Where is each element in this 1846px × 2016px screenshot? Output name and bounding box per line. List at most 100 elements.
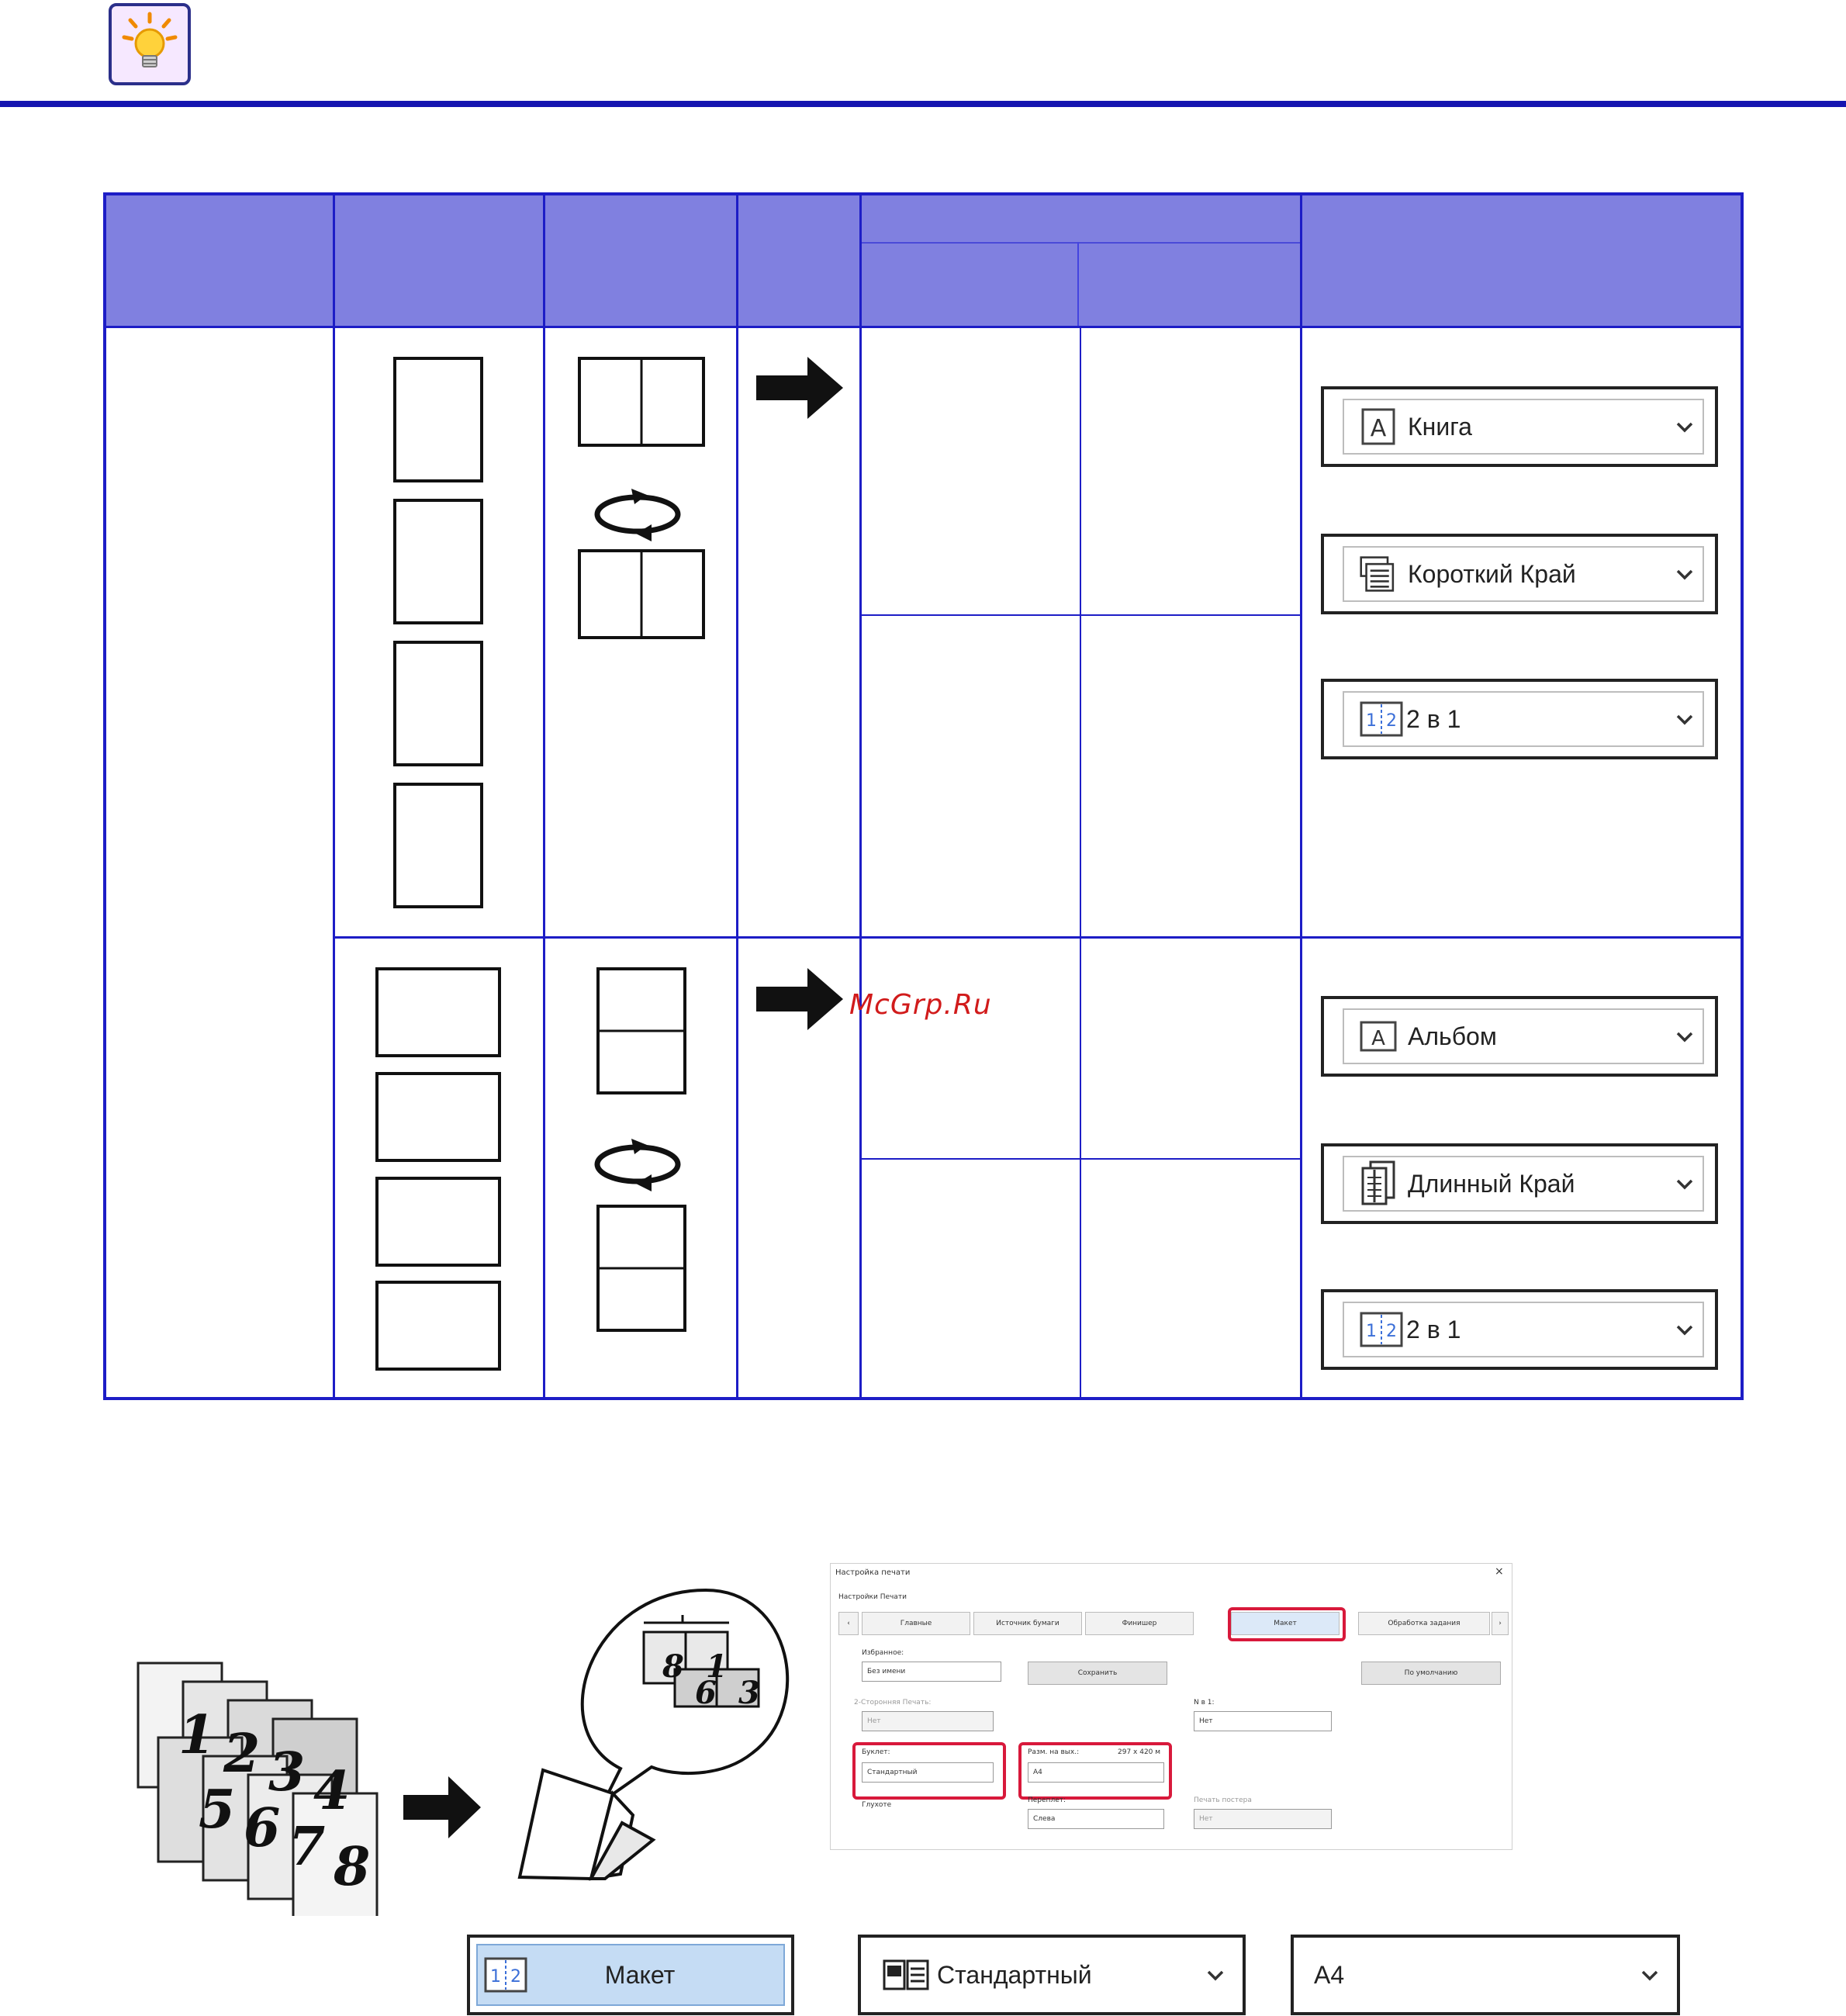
column-divider	[1300, 195, 1302, 1397]
orientation-select[interactable]: A Книга	[1321, 386, 1718, 467]
header-bottom-rule	[106, 326, 1741, 328]
original-page	[393, 641, 483, 766]
booklet-icon	[883, 1959, 929, 1990]
printed-sheet	[596, 967, 686, 1094]
close-icon[interactable]: ×	[1495, 1565, 1504, 1578]
svg-text:1: 1	[1366, 1322, 1377, 1341]
chevron-down-icon	[1207, 1970, 1224, 1981]
favorites-select[interactable]: Без имени	[862, 1662, 1001, 1682]
tab-layout[interactable]: Макет	[1231, 1612, 1340, 1635]
callout-page-number: 6	[695, 1675, 717, 1711]
printed-sheet	[596, 1205, 686, 1332]
n-up-value: 2 в 1	[1406, 704, 1461, 733]
booklet-page-number: 5	[199, 1779, 235, 1841]
flip-arrows-icon	[589, 487, 693, 545]
print-settings-dialog: Настройка печати × Настройки Печати ‹ Гл…	[830, 1563, 1512, 1850]
subrow-divider	[861, 614, 1301, 616]
chevron-down-icon	[1676, 422, 1693, 433]
watermark-text: McGrp.Ru	[849, 989, 992, 1021]
binding-edge-value: Короткий Край	[1408, 559, 1576, 588]
printed-sheet	[578, 549, 705, 639]
header-subdivider	[861, 242, 1301, 244]
original-page	[393, 783, 483, 908]
right-arrow-icon	[756, 968, 843, 1033]
booklet-label: Буклет:	[862, 1748, 890, 1756]
highlight-booklet	[852, 1742, 1006, 1800]
tab-paper-source[interactable]: Источник бумаги	[973, 1612, 1082, 1635]
booklet-pages-illustration: 1 2 3 4 5 6 7 8	[132, 1660, 388, 1919]
svg-text:A: A	[1371, 415, 1387, 442]
binding-edge-select[interactable]: Короткий Край	[1321, 534, 1718, 614]
table-header-row	[106, 195, 1741, 327]
duplex-label: 2-Сторонняя Печать:	[854, 1699, 932, 1707]
save-button[interactable]: Сохранить	[1028, 1662, 1167, 1685]
original-page	[393, 357, 483, 482]
tab-main[interactable]: Главные	[862, 1612, 970, 1635]
layout-tab-label: Макет	[604, 1960, 676, 1989]
column-divider	[736, 195, 738, 1397]
svg-text:2: 2	[1386, 1322, 1397, 1341]
defaults-button[interactable]: По умолчанию	[1361, 1662, 1501, 1685]
chevron-down-icon	[1641, 1970, 1658, 1981]
booklet-select[interactable]: Стандартный	[858, 1935, 1246, 2015]
column-divider	[543, 195, 545, 1397]
short-edge-icon	[1360, 552, 1397, 597]
right-arrow-icon	[756, 357, 843, 422]
chevron-down-icon	[1676, 569, 1693, 580]
booklet-page-number: 7	[289, 1816, 325, 1878]
printed-sheet	[578, 357, 705, 447]
duplex-select[interactable]: Нет	[862, 1711, 994, 1731]
orientation-value: Альбом	[1408, 1022, 1497, 1050]
gutter-label: Глухоте	[862, 1801, 892, 1809]
long-edge-icon	[1360, 1160, 1397, 1206]
booklet-page-number: 6	[244, 1797, 280, 1859]
orientation-select[interactable]: A Альбом	[1321, 996, 1718, 1077]
column-divider	[333, 195, 335, 1397]
dialog-section-label: Настройки Печати	[838, 1593, 907, 1601]
flip-arrows-icon	[589, 1137, 693, 1195]
highlight-layout-tab	[1228, 1607, 1346, 1641]
folded-booklet-callout: 8 1 6 3	[496, 1567, 807, 1896]
output-size-select[interactable]: A4	[1291, 1935, 1680, 2015]
binding-label: Переплет:	[1028, 1796, 1066, 1804]
svg-text:2: 2	[510, 1967, 521, 1987]
callout-page-number: 8	[662, 1648, 684, 1685]
output-size-value: A4	[1314, 1960, 1345, 1989]
svg-text:2: 2	[1386, 711, 1397, 731]
tab-job-handling[interactable]: Обработка задания	[1358, 1612, 1490, 1635]
letter-a-icon: A	[1360, 1014, 1397, 1059]
scroll-left-button[interactable]: ‹	[838, 1612, 859, 1635]
chevron-down-icon	[1676, 1179, 1693, 1190]
dialog-title: Настройка печати	[835, 1568, 911, 1577]
original-page	[375, 967, 501, 1057]
booklet-value: Стандартный	[937, 1960, 1092, 1989]
booklet-page-number: 4	[313, 1760, 350, 1822]
binding-dialog-select[interactable]: Слева	[1028, 1809, 1164, 1829]
highlight-output-size	[1018, 1742, 1172, 1800]
poster-select[interactable]: Нет	[1194, 1809, 1332, 1829]
n-up-label: N в 1:	[1194, 1699, 1215, 1707]
booklet-page-number: 3	[268, 1741, 305, 1803]
letter-a-icon: A	[1360, 404, 1397, 449]
n-up-dialog-select[interactable]: Нет	[1194, 1711, 1332, 1731]
subrow-divider	[861, 1158, 1301, 1160]
output-size-dialog-select[interactable]: A4	[1028, 1762, 1164, 1783]
booklet-page-number: 1	[178, 1704, 215, 1766]
scroll-right-button[interactable]: ›	[1492, 1612, 1509, 1635]
svg-text:1: 1	[490, 1967, 501, 1987]
orientation-value: Книга	[1408, 412, 1472, 441]
callout-page-number: 3	[738, 1675, 760, 1711]
favorites-label: Избранное:	[862, 1649, 904, 1657]
orientation-table	[103, 192, 1744, 1400]
callout-page-number: 1	[706, 1648, 728, 1685]
binding-edge-select[interactable]: Длинный Край	[1321, 1143, 1718, 1224]
tab-finisher[interactable]: Финишер	[1085, 1612, 1194, 1635]
svg-text:A: A	[1371, 1027, 1385, 1050]
booklet-dialog-select[interactable]: Стандартный	[862, 1762, 994, 1783]
original-page	[375, 1072, 501, 1162]
